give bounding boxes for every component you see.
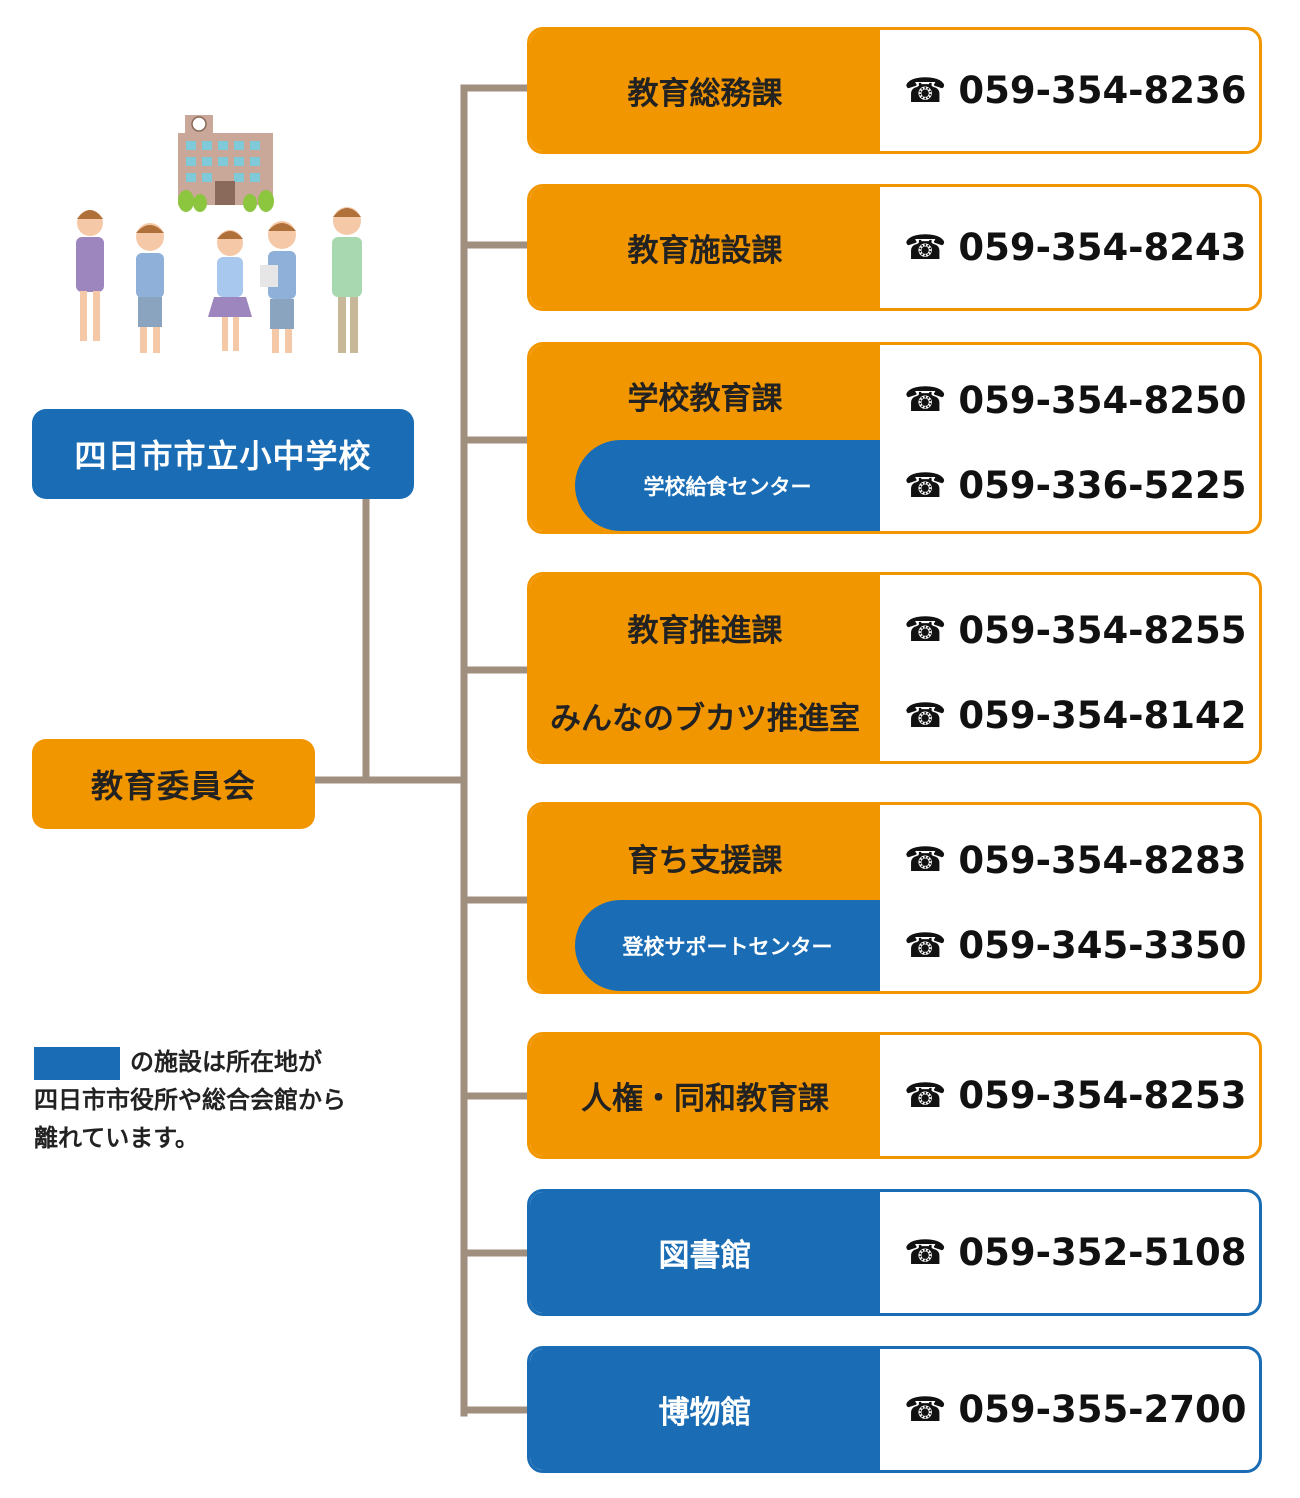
sub-facility-pill: 学校給食センター bbox=[575, 440, 880, 531]
dept-name: 教育総務課 bbox=[627, 76, 783, 112]
phone-icon: ☎ bbox=[904, 1232, 947, 1273]
phone-number: 059-354-8142 bbox=[958, 694, 1247, 737]
phone-number: 059-354-8283 bbox=[958, 838, 1247, 882]
phone-number: 059-354-8250 bbox=[958, 378, 1247, 422]
school-node: 四日市市立小中学校 bbox=[32, 409, 414, 499]
dept-phone[interactable]: ☎ 059-354-8283 bbox=[904, 815, 1247, 905]
people-icon bbox=[76, 207, 362, 353]
phone-number: 059-354-8243 bbox=[958, 226, 1247, 269]
dept-phone[interactable]: ☎ 059-355-2700 bbox=[904, 1349, 1247, 1470]
dept-phone[interactable]: ☎ 059-354-8255 bbox=[904, 585, 1247, 675]
dept-phone[interactable]: ☎ 059-354-8253 bbox=[904, 1035, 1247, 1156]
dept-card-facilities: 教育施設課 ☎ 059-354-8243 bbox=[527, 184, 1262, 311]
dept-name: 教育推進課 bbox=[627, 613, 783, 649]
board-node-label: 教育委員会 bbox=[90, 767, 256, 805]
school-building-icon bbox=[178, 115, 274, 212]
legend-line-3: 離れています。 bbox=[34, 1124, 199, 1152]
phone-icon: ☎ bbox=[904, 1389, 947, 1430]
dept-card-general-affairs: 教育総務課 ☎ 059-354-8236 bbox=[527, 27, 1262, 154]
phone-number: 059-354-8253 bbox=[958, 1074, 1247, 1117]
phone-icon: ☎ bbox=[904, 610, 947, 650]
dept-name: 図書館 bbox=[658, 1238, 752, 1274]
dept-card-library: 図書館 ☎ 059-352-5108 bbox=[527, 1189, 1262, 1316]
sub-facility-name: 登校サポートセンター bbox=[622, 934, 833, 959]
dept-phone[interactable]: ☎ 059-354-8243 bbox=[904, 187, 1247, 308]
phone-icon: ☎ bbox=[904, 70, 947, 111]
legend-line-1: の施設は所在地が bbox=[130, 1048, 322, 1076]
dept-card-museum: 博物館 ☎ 059-355-2700 bbox=[527, 1346, 1262, 1473]
dept-name: 育ち支援課 bbox=[627, 843, 783, 879]
legend-color-swatch bbox=[34, 1047, 120, 1080]
dept-phone[interactable]: ☎ 059-354-8250 bbox=[904, 355, 1247, 445]
dept-card-education-promotion: 教育推進課 みんなのブカツ推進室 ☎ 059-354-8255 ☎ 059-35… bbox=[527, 572, 1262, 764]
phone-icon: ☎ bbox=[904, 840, 947, 880]
phone-number: 059-354-8236 bbox=[958, 69, 1247, 112]
sub-office-phone[interactable]: ☎ 059-354-8142 bbox=[904, 670, 1247, 761]
phone-icon: ☎ bbox=[904, 380, 947, 420]
phone-icon: ☎ bbox=[904, 465, 947, 506]
phone-number: 059-352-5108 bbox=[958, 1231, 1247, 1274]
dept-name: 人権・同和教育課 bbox=[581, 1081, 829, 1117]
dept-phone[interactable]: ☎ 059-352-5108 bbox=[904, 1192, 1247, 1313]
phone-icon: ☎ bbox=[904, 695, 947, 736]
sub-facility-pill: 登校サポートセンター bbox=[575, 900, 880, 991]
school-node-label: 四日市市立小中学校 bbox=[74, 437, 372, 475]
phone-icon: ☎ bbox=[904, 227, 947, 268]
legend: の施設は所在地が 四日市市役所や総合会館から 離れています。 bbox=[34, 1043, 346, 1157]
sub-office-name: みんなのブカツ推進室 bbox=[550, 700, 860, 737]
legend-line-2: 四日市市役所や総合会館から bbox=[34, 1086, 346, 1114]
dept-name: 博物館 bbox=[658, 1395, 752, 1431]
dept-card-child-support: 育ち支援課 登校サポートセンター ☎ 059-354-8283 ☎ 059-34… bbox=[527, 802, 1262, 994]
phone-number: 059-336-5225 bbox=[958, 464, 1247, 507]
phone-number: 059-354-8255 bbox=[958, 608, 1247, 652]
sub-facility-name: 学校給食センター bbox=[643, 474, 812, 499]
phone-number: 059-345-3350 bbox=[958, 924, 1247, 967]
dept-name: 教育施設課 bbox=[627, 233, 783, 269]
phone-icon: ☎ bbox=[904, 1075, 947, 1116]
school-illustration bbox=[76, 115, 362, 353]
sub-facility-phone[interactable]: ☎ 059-336-5225 bbox=[904, 440, 1247, 531]
sub-facility-phone[interactable]: ☎ 059-345-3350 bbox=[904, 900, 1247, 991]
dept-card-human-rights: 人権・同和教育課 ☎ 059-354-8253 bbox=[527, 1032, 1262, 1159]
dept-phone[interactable]: ☎ 059-354-8236 bbox=[904, 30, 1247, 151]
phone-icon: ☎ bbox=[904, 925, 947, 966]
phone-number: 059-355-2700 bbox=[958, 1388, 1247, 1431]
dept-card-school-education: 学校教育課 学校給食センター ☎ 059-354-8250 ☎ 059-336-… bbox=[527, 342, 1262, 534]
dept-name: 学校教育課 bbox=[627, 380, 783, 417]
board-of-education-node: 教育委員会 bbox=[32, 739, 315, 829]
